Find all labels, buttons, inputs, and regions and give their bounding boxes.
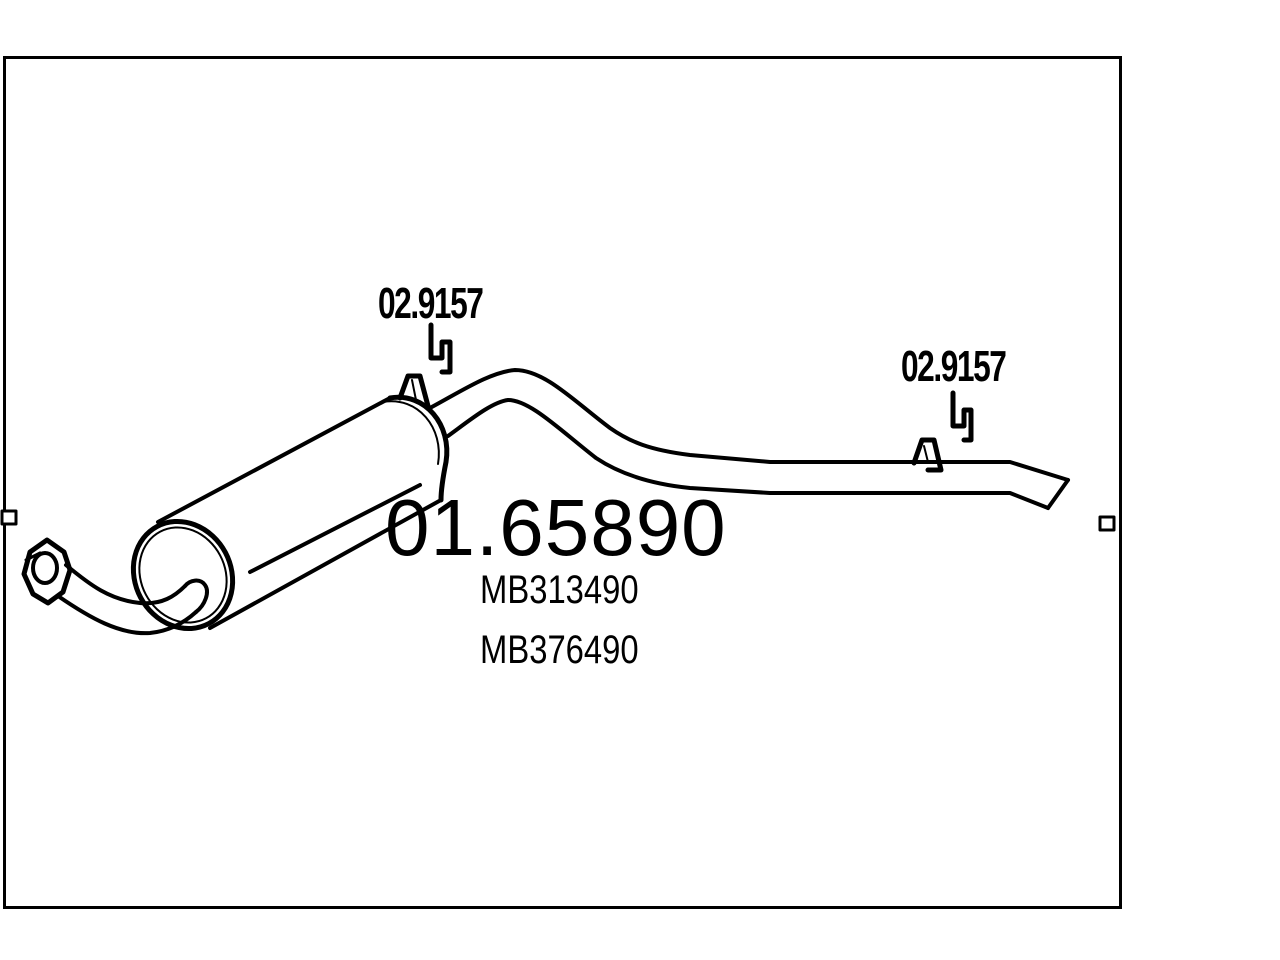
left-edge-marker xyxy=(0,509,18,526)
tail-pipe xyxy=(428,368,1070,510)
oem-number: MB376490 xyxy=(480,628,639,672)
clamp-part-label: 02.9157 xyxy=(901,342,1007,391)
diagram-frame xyxy=(3,56,1122,909)
rear-muffler xyxy=(130,394,450,632)
bracket-icon xyxy=(428,322,453,375)
clamp-part-label: 02.9157 xyxy=(378,279,484,328)
hanger-2 xyxy=(911,437,944,473)
oem-number: MB313490 xyxy=(480,568,639,612)
part-number: 01.65890 xyxy=(385,483,727,572)
bracket-icon xyxy=(950,390,974,443)
right-edge-marker xyxy=(1098,515,1116,532)
inlet-flange xyxy=(21,537,73,606)
hanger-1 xyxy=(397,373,431,409)
